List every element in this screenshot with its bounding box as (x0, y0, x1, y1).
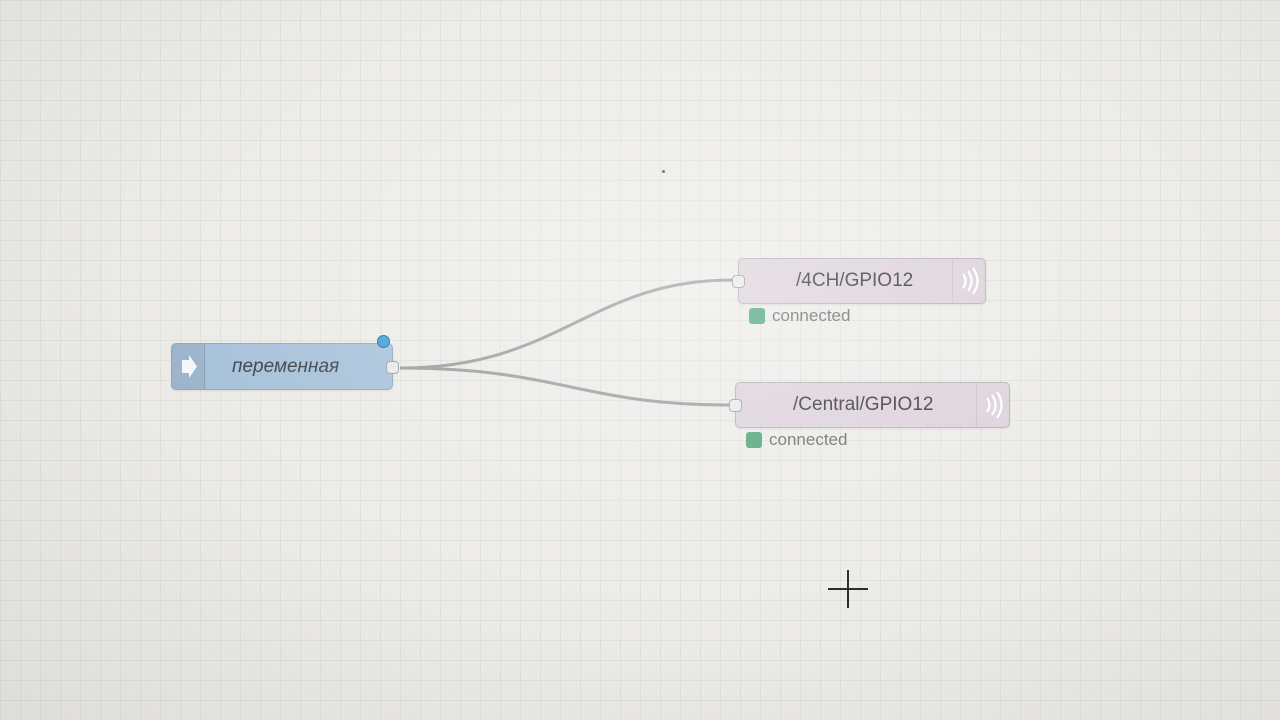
mqtt-1-input-port[interactable] (732, 275, 745, 288)
mqtt-out-node-4ch[interactable]: /4CH/GPIO12 (732, 258, 986, 304)
screen-speck (662, 170, 665, 173)
inject-node-label: переменная (232, 355, 340, 377)
wire-inject-to-mqtt-1[interactable] (399, 278, 733, 370)
crosshair-cursor-icon (828, 570, 868, 608)
node-changed-indicator (377, 335, 390, 348)
status-connected-icon (746, 432, 762, 448)
inject-node[interactable]: переменная (171, 335, 399, 390)
inject-icon-area (172, 344, 205, 389)
wire-inject-to-mqtt-2[interactable] (399, 366, 730, 407)
mqtt-out-node-central[interactable]: /Central/GPIO12 (729, 382, 1010, 428)
mqtt-1-status-text: connected (772, 306, 851, 325)
mqtt-1-node-label: /4CH/GPIO12 (796, 270, 914, 291)
mqtt-2-status: connected (746, 430, 847, 450)
mqtt-1-icon-area (952, 259, 985, 303)
mqtt-2-input-port[interactable] (729, 399, 742, 412)
mqtt-1-status: connected (749, 306, 850, 326)
mqtt-wifi-icon (986, 391, 1003, 419)
mqtt-2-node-label: /Central/GPIO12 (793, 394, 934, 415)
status-connected-icon (749, 308, 765, 324)
mqtt-wifi-icon (962, 267, 979, 295)
mqtt-2-icon-area (976, 383, 1009, 427)
inject-output-port[interactable] (386, 361, 399, 374)
mqtt-2-status-text: connected (769, 430, 848, 449)
inject-arrow-icon (182, 355, 197, 378)
